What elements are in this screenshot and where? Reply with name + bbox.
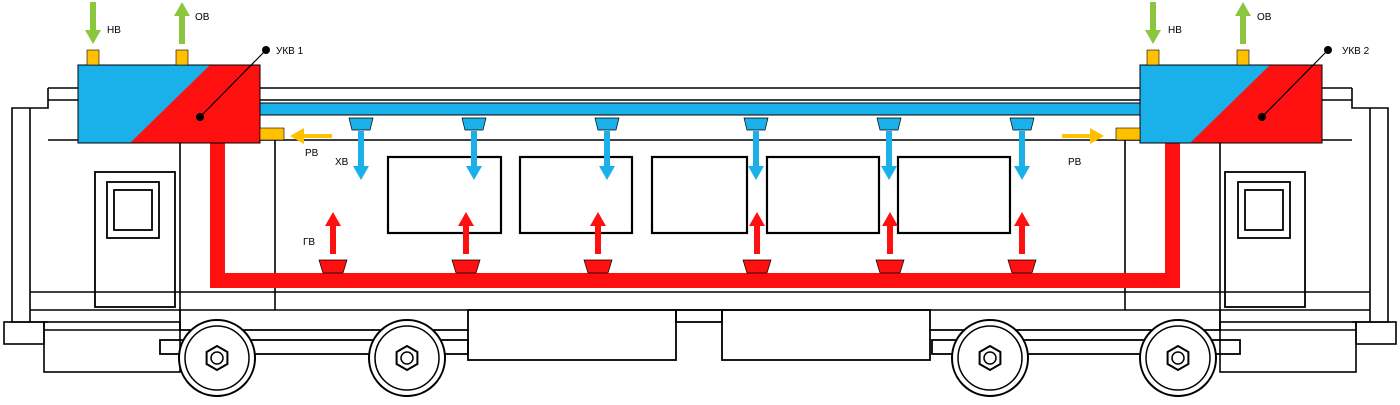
cold-diffuser [594, 117, 620, 131]
label-exhaust-air-right: ОВ [1257, 12, 1272, 23]
window [386, 155, 503, 235]
window [765, 155, 881, 235]
label-cold-air: ХВ [335, 157, 349, 168]
window [896, 155, 1012, 235]
cold-diffuser [348, 117, 374, 131]
label-unit-2: УКВ 2 [1342, 46, 1370, 57]
label-unit-1: УКВ 1 [276, 46, 304, 57]
wheel-hub [205, 344, 229, 372]
cold-diffuser [876, 117, 902, 131]
hot-air-arrow [325, 212, 341, 254]
hot-diffuser [1007, 259, 1037, 274]
hot-air-arrow [458, 212, 474, 254]
wheel-hub [978, 344, 1002, 372]
bogie-wheels [178, 319, 1217, 397]
hot-diffuser [583, 259, 613, 274]
exhaust-air-arrow [174, 2, 190, 44]
wheel-rim [957, 325, 1023, 391]
wheel-axle [400, 351, 414, 365]
window [650, 155, 749, 235]
hot-air-arrow [1014, 212, 1030, 254]
label-outside-air-right: НВ [1168, 25, 1182, 36]
cold-air-arrow [353, 131, 369, 180]
cold-diffuser [743, 117, 769, 131]
cold-diffuser [461, 117, 487, 131]
outside-exhaust-arrows [85, 2, 1251, 44]
hot-air-arrow [882, 212, 898, 254]
underframe [159, 309, 1241, 361]
label-outside-air-left: НВ [107, 25, 121, 36]
hot-air-arrow [749, 212, 765, 254]
cold-air-duct [257, 102, 1141, 116]
wheel-axle [983, 351, 997, 365]
hot-diffuser [451, 259, 481, 274]
hot-diffuser [318, 259, 348, 274]
wheel-rim [1145, 325, 1211, 391]
wheel-axle [1171, 351, 1185, 365]
wheel-rim [374, 325, 440, 391]
windows [386, 155, 1012, 235]
recirc-inlet-left [259, 127, 285, 141]
wheel-hub [1166, 344, 1190, 372]
door-right [1224, 171, 1306, 308]
wheel [178, 319, 256, 397]
hot-diffuser [742, 259, 772, 274]
cold-air-arrow [599, 131, 615, 180]
air-diffusers [318, 117, 1037, 274]
recirc-arrow-right [1062, 128, 1104, 144]
wheel-axle [210, 351, 224, 365]
text-labels: НВ ОВ УКВ 1 НВ ОВ УКВ 2 РВ РВ ХВ ГВ [107, 12, 1370, 248]
wheel-rim [184, 325, 250, 391]
cold-diffuser [1009, 117, 1035, 131]
label-recirc-left: РВ [305, 148, 319, 159]
recirc-arrows [290, 128, 1104, 144]
ac-unit-right [1139, 46, 1332, 144]
cold-air-arrow [466, 131, 482, 180]
wheel [951, 319, 1029, 397]
wheel [1139, 319, 1217, 397]
hot-diffuser [875, 259, 905, 274]
door-left [94, 171, 176, 308]
ac-unit-left [77, 46, 270, 144]
cold-air-arrow [881, 131, 897, 180]
exhaust-air-arrow [1235, 2, 1251, 44]
outside-air-arrow [1145, 2, 1161, 44]
wheel [368, 319, 446, 397]
label-hot-air: ГВ [303, 237, 315, 248]
hot-air-arrow [590, 212, 606, 254]
cold-air-arrow [1014, 131, 1030, 180]
recirc-inlet-right [1115, 127, 1141, 141]
label-recirc-right: РВ [1068, 157, 1082, 168]
recirc-arrow-left [290, 128, 332, 144]
wheel-hub [395, 344, 419, 372]
outside-air-arrow [85, 2, 101, 44]
hot-air-duct [210, 143, 1180, 288]
label-exhaust-air-left: ОВ [195, 12, 210, 23]
window [518, 155, 634, 235]
cold-air-arrow [748, 131, 764, 180]
